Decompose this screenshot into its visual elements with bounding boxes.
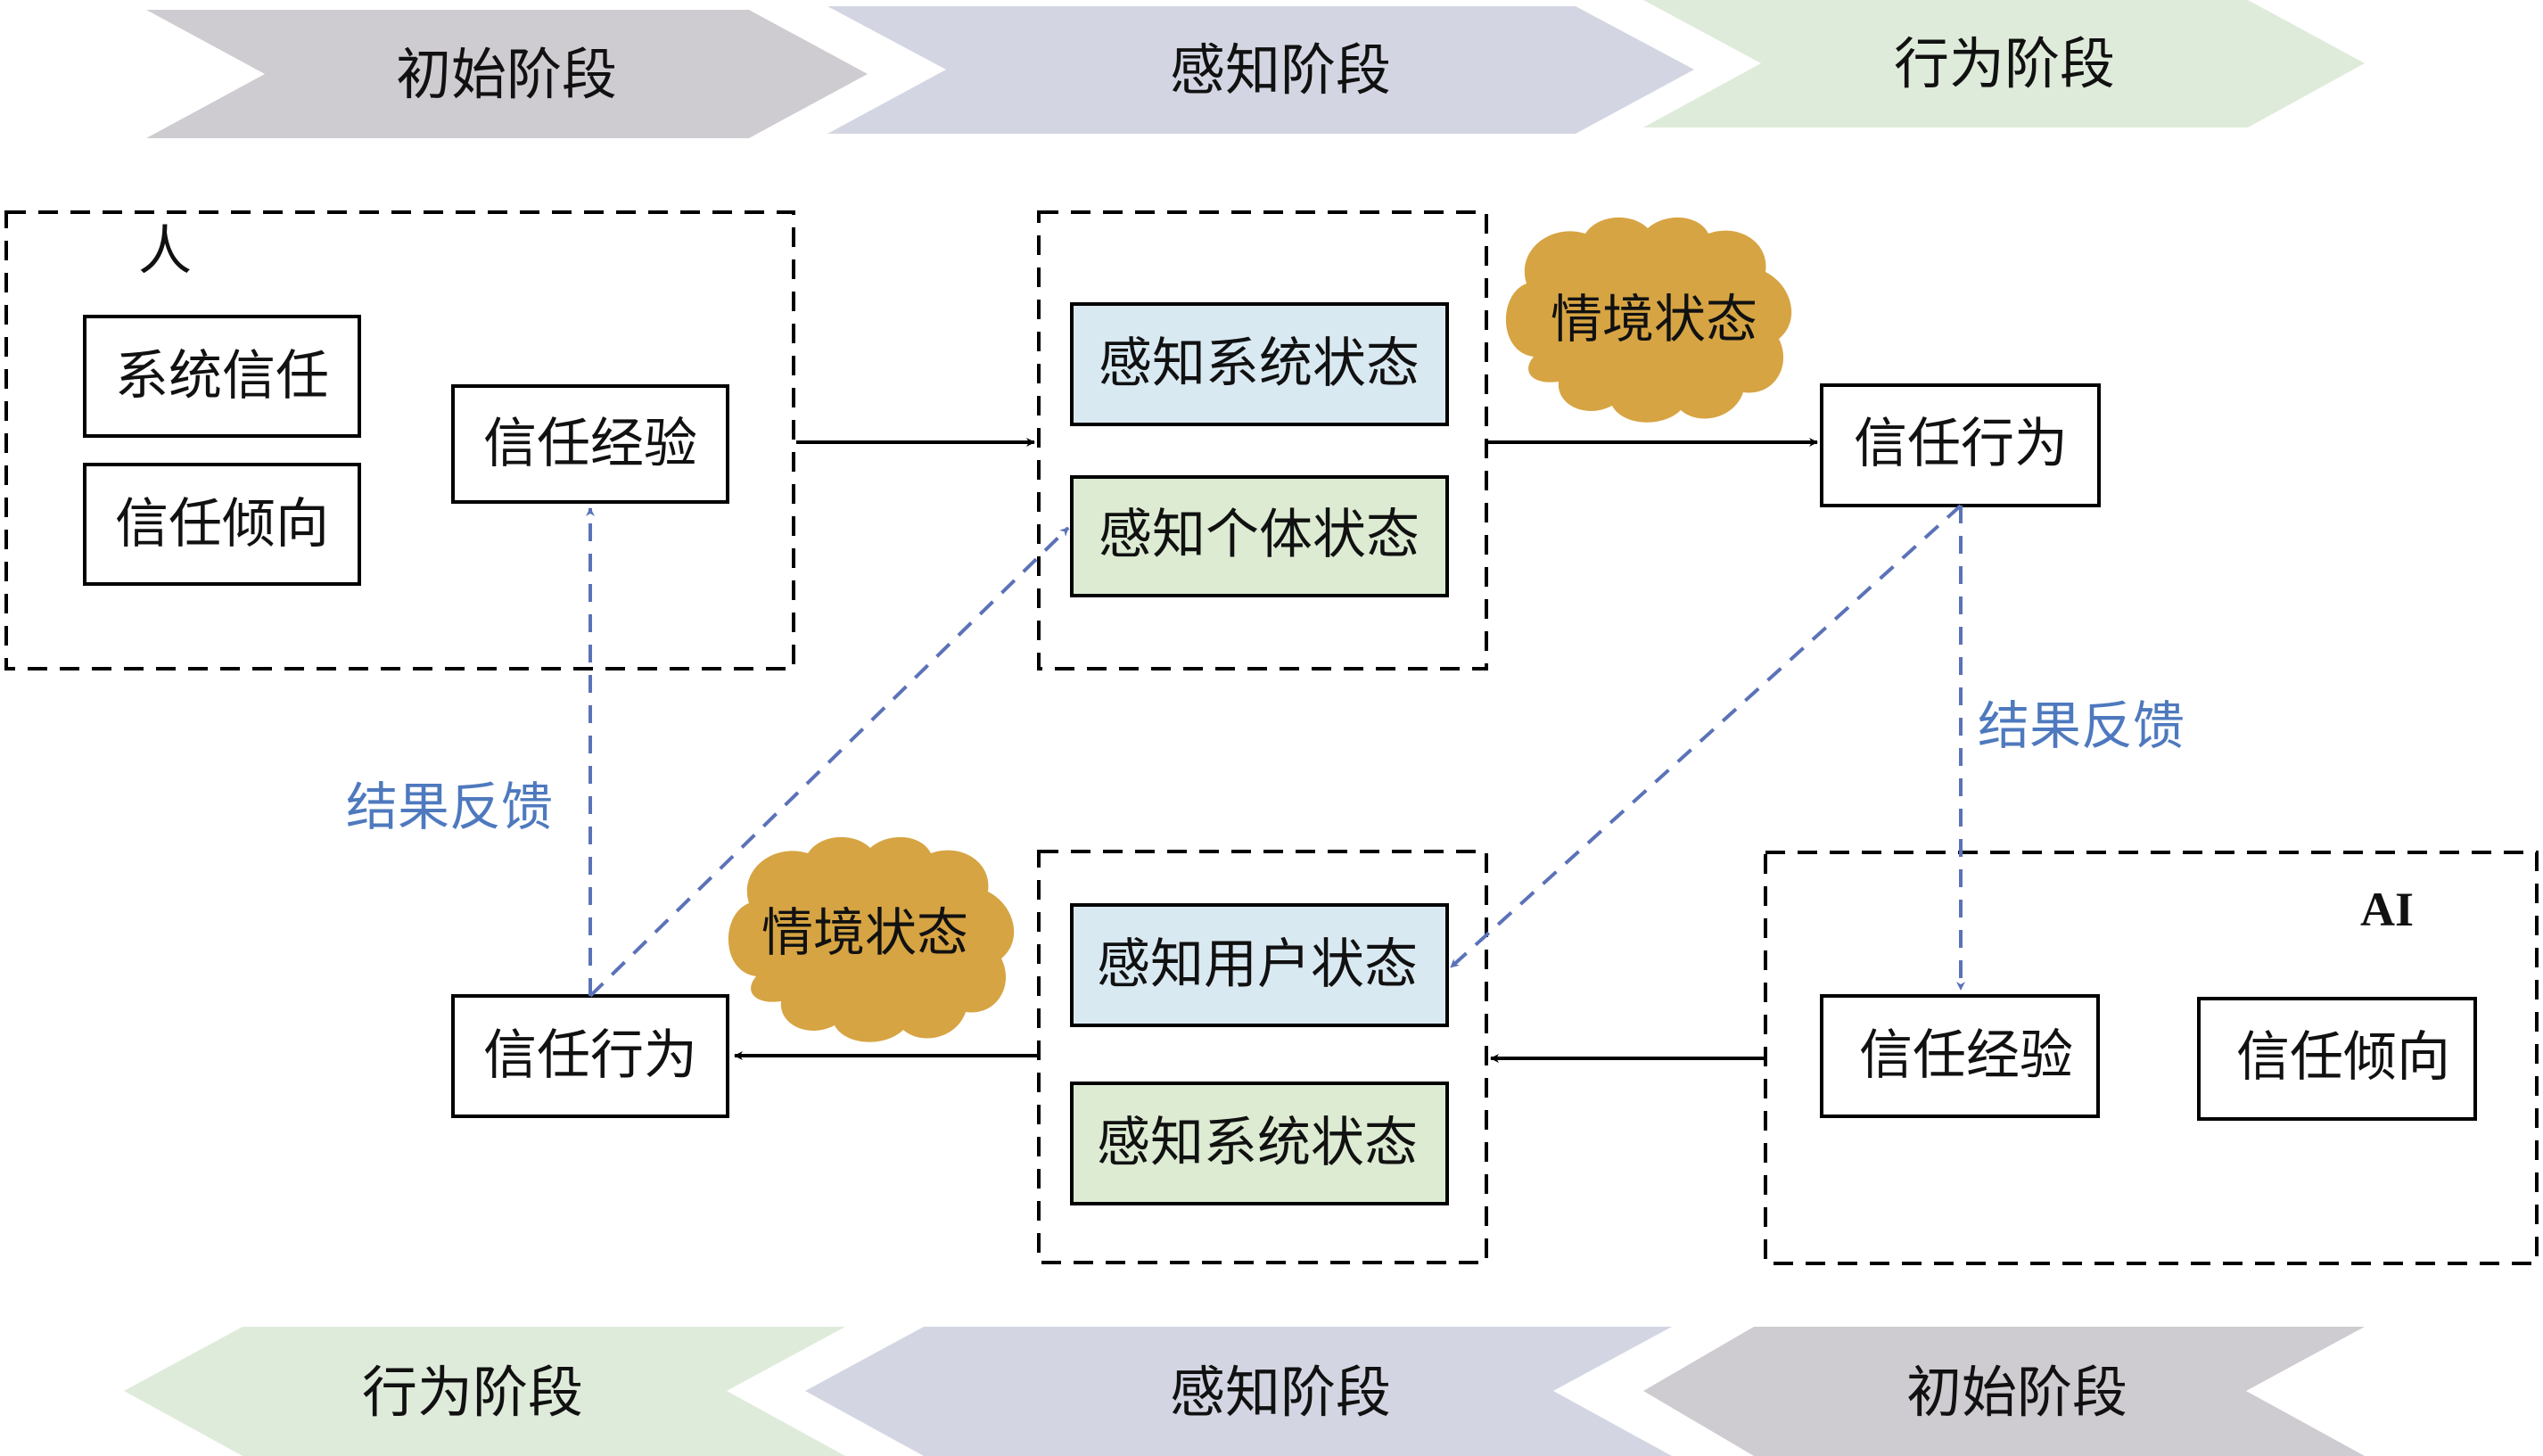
- feedback-arrows: [586, 504, 1965, 998]
- cloud-icon: [1505, 217, 1792, 423]
- trust-behavior-top-label: 信任行为: [1854, 413, 2068, 475]
- cloud-icon: [728, 836, 1015, 1042]
- bottom-stage-behavior-chevron: [124, 1327, 845, 1456]
- trust-behavior-bottom-label: 信任行为: [483, 1024, 697, 1087]
- ai-trust-experience-label: 信任经验: [1859, 1024, 2073, 1087]
- top-stage-behavior-chevron: [1643, 0, 2365, 128]
- human-trust-experience-box[interactable]: [451, 384, 729, 504]
- perceive-individual-state-label: 感知个体状态: [1099, 504, 1420, 566]
- feedback-right-diagonal-arrow: [1449, 504, 1963, 969]
- perceive-system-state-bottom-box[interactable]: [1070, 1082, 1449, 1205]
- ai-trust-tendency-box[interactable]: [2197, 997, 2477, 1121]
- perceive-system-state-box[interactable]: [1070, 302, 1449, 426]
- top-stage-bar: 初始阶段 感知阶段 行为阶段: [146, 0, 2365, 138]
- context-state-cloud-top: 情境状态: [1505, 217, 1792, 423]
- perception-top-group: 感知系统状态 感知个体状态: [1037, 210, 1488, 670]
- ai-label: AI: [2360, 883, 2414, 936]
- human-trust-tendency-box[interactable]: [83, 463, 361, 586]
- context-state-bottom-label: 情境状态: [761, 902, 968, 963]
- ai-trust-tendency-label: 信任倾向: [2236, 1026, 2450, 1089]
- top-stage-initial-label: 初始阶段: [396, 42, 617, 107]
- perceive-user-state-box[interactable]: [1070, 903, 1449, 1027]
- perception-bottom-group: 感知用户状态 感知系统状态: [1037, 850, 1488, 1264]
- perceive-system-state-bottom-label: 感知系统状态: [1097, 1112, 1418, 1174]
- perceive-system-state-label: 感知系统状态: [1099, 333, 1420, 395]
- ai-trust-experience-box[interactable]: [1820, 994, 2100, 1118]
- top-stage-perception-chevron: [827, 6, 1694, 134]
- context-state-cloud-bottom: 情境状态: [728, 836, 1015, 1042]
- human-trust-experience-label: 信任经验: [483, 413, 697, 475]
- feedback-left-diagonal-arrow: [588, 526, 1070, 998]
- human-trust-system-box[interactable]: [83, 315, 361, 438]
- bottom-stage-perception-chevron: [805, 1327, 1672, 1456]
- feedback-left-label: 结果反馈: [346, 777, 553, 837]
- human-trust-system-label: 系统信任: [115, 345, 329, 407]
- top-stage-perception-label: 感知阶段: [1170, 37, 1391, 103]
- human-label: 人: [138, 220, 192, 283]
- human-trust-tendency-label: 信任倾向: [115, 493, 329, 555]
- bottom-stage-perception-label: 感知阶段: [1170, 1360, 1391, 1425]
- top-stage-initial-chevron: [146, 10, 868, 138]
- perceive-individual-state-box[interactable]: [1070, 475, 1449, 597]
- bottom-stage-behavior-label: 行为阶段: [362, 1360, 583, 1425]
- top-stage-behavior-label: 行为阶段: [1894, 31, 2115, 96]
- feedback-right-label: 结果反馈: [1978, 695, 2185, 756]
- human-container: [4, 210, 795, 670]
- bottom-stage-bar: 行为阶段 感知阶段 初始阶段: [124, 1327, 2365, 1456]
- ai-group: AI 信任经验 信任倾向: [1764, 851, 2539, 1265]
- bottom-stage-initial-chevron: [1643, 1327, 2365, 1456]
- context-state-top-label: 情境状态: [1551, 289, 1757, 350]
- perception-top-container: [1037, 210, 1488, 670]
- human-group: 人 系统信任 信任倾向 信任经验: [4, 210, 795, 670]
- perceive-user-state-label: 感知用户状态: [1097, 934, 1418, 996]
- bottom-stage-initial-label: 初始阶段: [1906, 1360, 2127, 1425]
